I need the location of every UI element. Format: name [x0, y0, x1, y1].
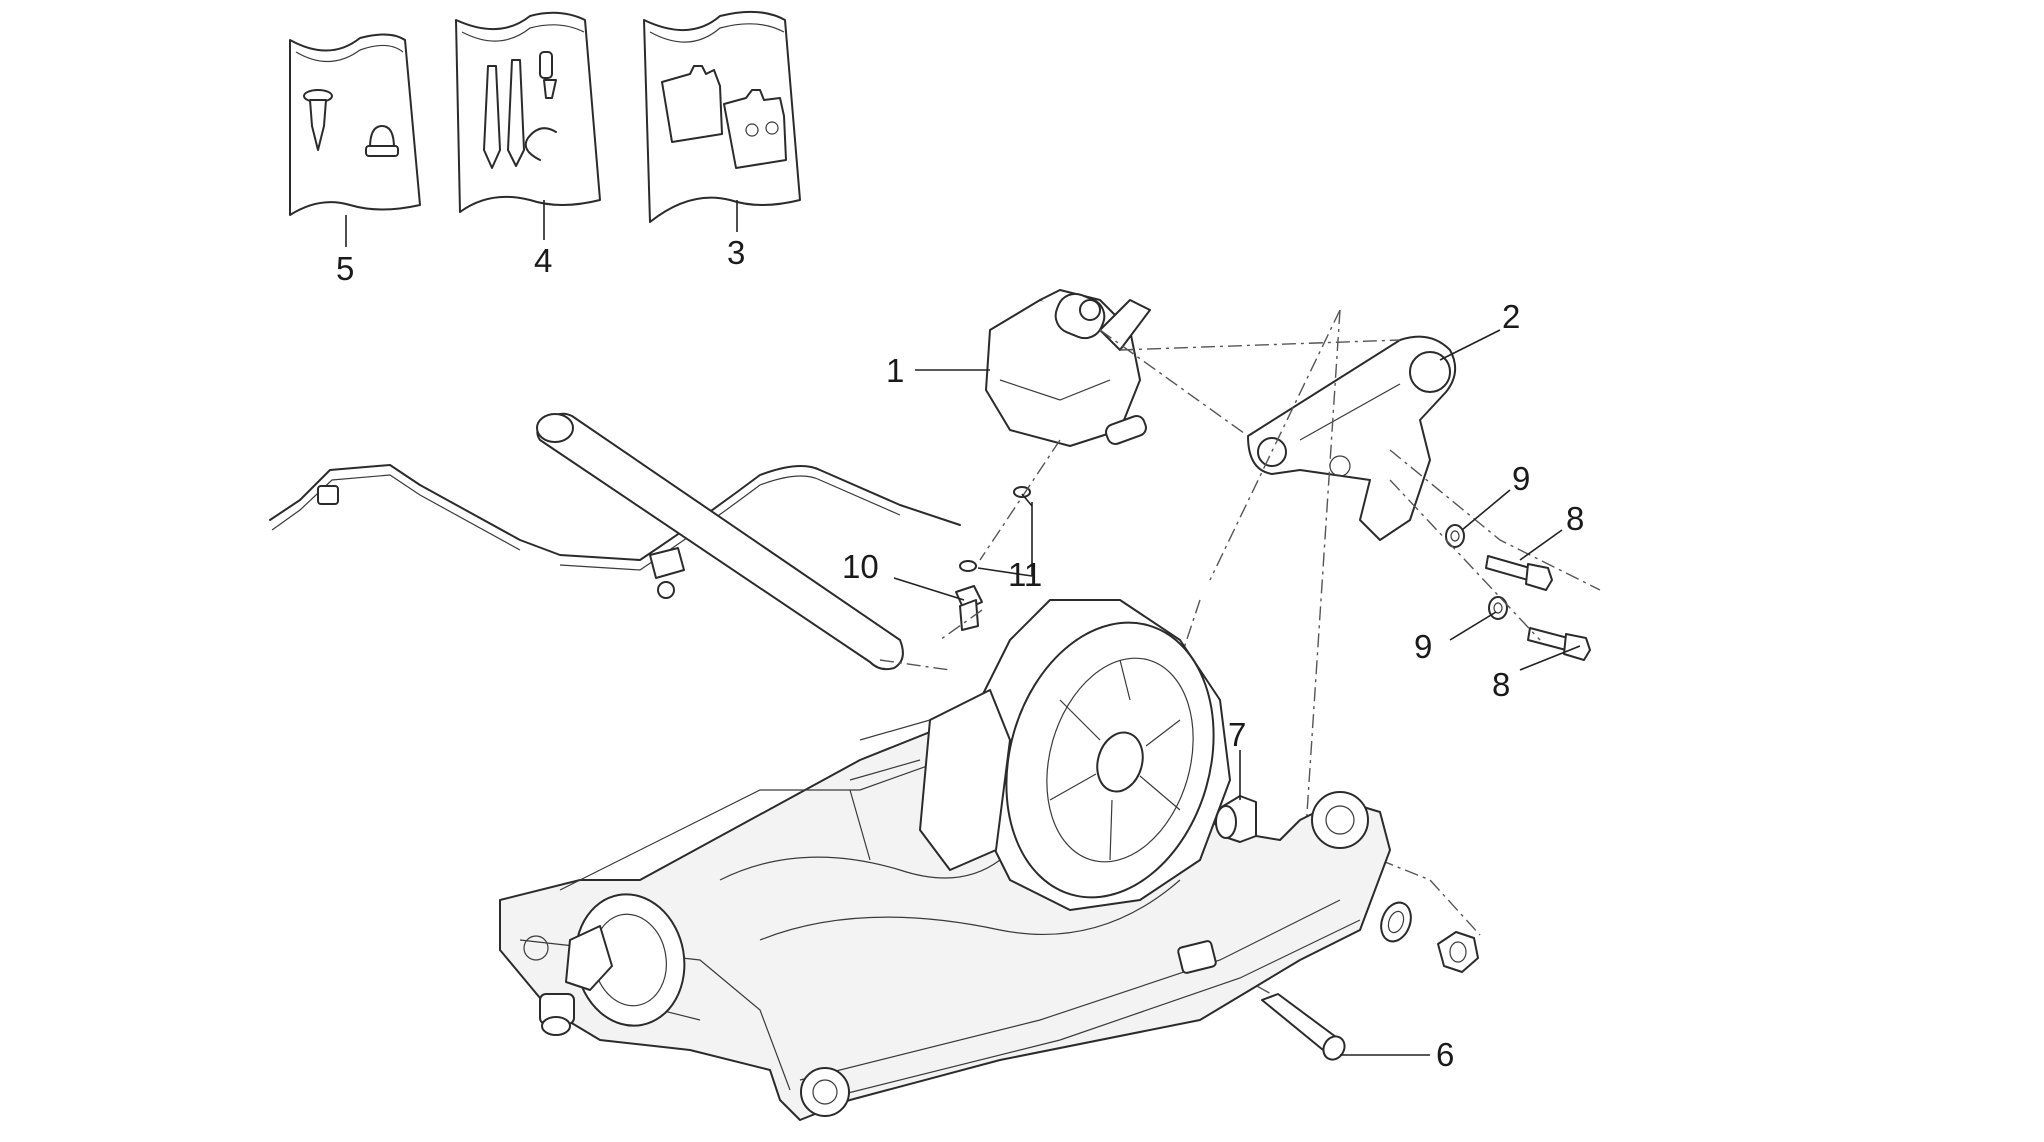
callout-5: 5: [336, 250, 354, 287]
copper-seal: [959, 486, 1031, 572]
spring-clip-icon: [524, 127, 557, 161]
axle-pin: [536, 412, 904, 671]
callout-9b: 9: [1414, 628, 1432, 665]
caliper-bracket: [1247, 335, 1457, 541]
callouts: 5 4 3 1 2 9 8 9 8 7 6 10 11: [336, 234, 1584, 1073]
callout-8b: 8: [1492, 666, 1510, 703]
banjo-bolt: [955, 585, 983, 631]
washer: [1445, 524, 1465, 548]
pivot-washer: [1380, 901, 1412, 943]
callout-1: 1: [886, 352, 904, 389]
cap-icon: [365, 125, 399, 157]
callout-9a: 9: [1512, 460, 1530, 497]
callout-3: 3: [727, 234, 745, 271]
kit-bag-4: [455, 11, 601, 213]
washer: [1488, 596, 1508, 620]
kit-bag-3: [643, 10, 801, 223]
kit-bag-5: [289, 33, 421, 216]
callout-8a: 8: [1566, 500, 1584, 537]
rivet-pin-icon: [303, 89, 333, 151]
drive-coupling: [523, 893, 686, 1036]
bolt: [1485, 555, 1553, 591]
callout-4: 4: [534, 242, 552, 279]
leader-lines: [345, 200, 1581, 1056]
final-drive-housing: [849, 599, 1231, 911]
pivot-pin: [1261, 993, 1346, 1061]
callout-11: 11: [1008, 556, 1042, 593]
callout-6: 6: [1436, 1036, 1454, 1073]
spacer-bushing: [1215, 795, 1257, 843]
brake-hose: [269, 464, 961, 599]
bleed-screw-icon: [483, 51, 557, 169]
pivot-nut: [1437, 931, 1479, 973]
callout-10: 10: [842, 548, 879, 585]
callout-2: 2: [1502, 298, 1520, 335]
callout-7: 7: [1228, 716, 1246, 753]
brake-pad-icon: [661, 65, 787, 169]
brake-caliper: [985, 289, 1151, 447]
